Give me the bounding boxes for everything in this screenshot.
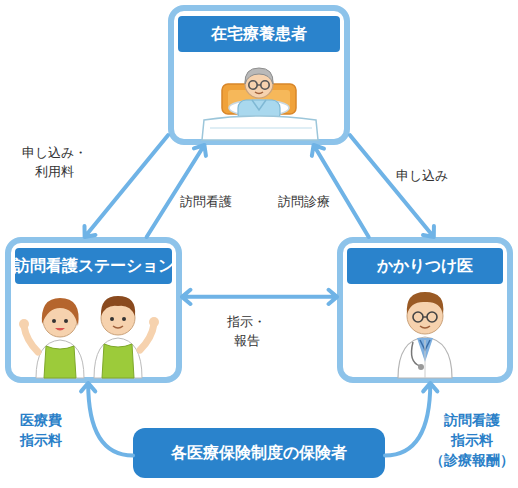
arrow-label: 指示・報告 (227, 312, 266, 350)
card-heading: 訪問看護ステーション (15, 248, 172, 284)
arrow-label: 訪問看護 (180, 192, 232, 211)
card-heading: かかりつけ医 (347, 248, 503, 284)
flow-arrow (84, 135, 168, 237)
arrow-label: 申し込み (396, 166, 448, 185)
actor-card: 在宅療養患者 (168, 5, 350, 145)
arrow-label: 医療費 指示料 (20, 410, 62, 450)
payer-band: 各医療保険制度の保険者 (133, 428, 385, 478)
arrow-label: 訪問診療 (278, 192, 330, 211)
flow-arrow (81, 383, 133, 456)
flow-arrow (147, 145, 206, 237)
actor-card: かかりつけ医 (337, 237, 513, 383)
flow-arrow (350, 135, 434, 237)
flow-arrow (312, 145, 369, 237)
flow-arrow (182, 290, 337, 304)
flow-arrow (385, 383, 437, 456)
band-text: 各医療保険制度の保険者 (171, 443, 347, 464)
arrow-label: 申し込み・ 利用料 (22, 143, 87, 181)
card-heading: 在宅療養患者 (178, 16, 340, 52)
actor-card: 訪問看護ステーション (5, 237, 182, 383)
arrow-label: 訪問看護 指示料 （診療報酬） (430, 410, 514, 470)
